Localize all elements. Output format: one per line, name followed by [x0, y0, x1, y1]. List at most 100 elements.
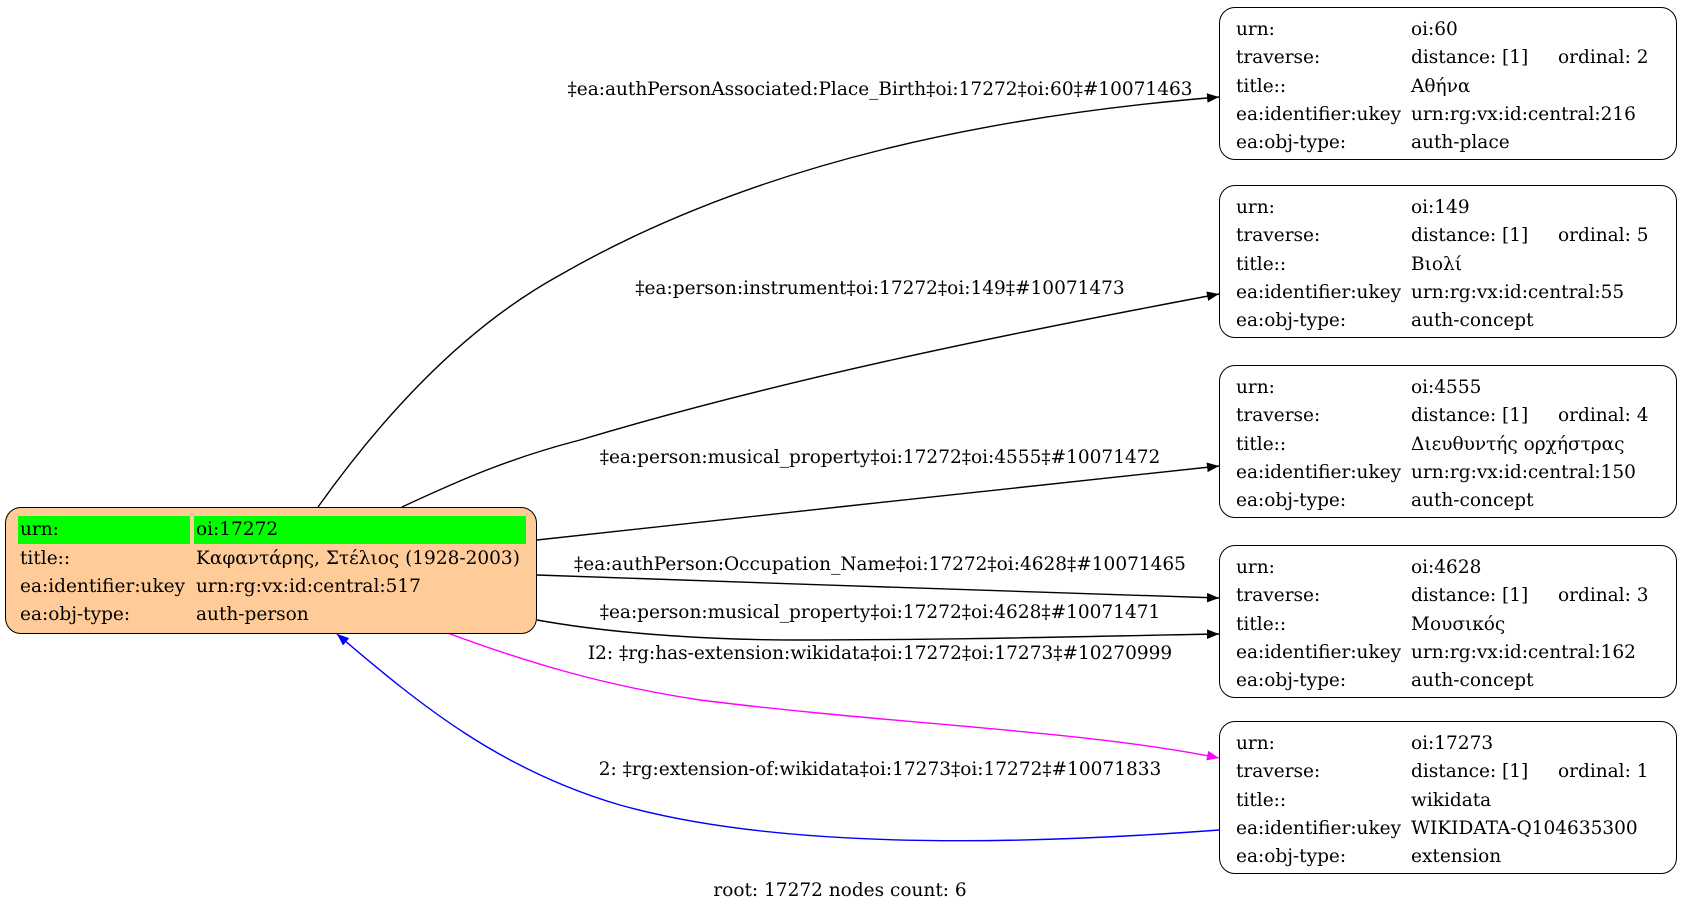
node-ordinal-value: ordinal: 1: [1558, 761, 1649, 783]
node-urn-key: urn:: [1236, 197, 1275, 218]
edge-has-extension: [444, 631, 1220, 761]
node-traverse-value: distance: [1]: [1411, 405, 1529, 427]
node-urn-value: oi:149: [1411, 197, 1470, 218]
edge-musical-property-4555: [536, 462, 1220, 541]
node-row-urn: urn:oi:17273: [1220, 730, 1676, 758]
node-row-title: title::Βιολί: [1220, 251, 1676, 279]
node-objtype-key: ea:obj-type:: [1236, 670, 1347, 692]
node-row-traverse: traverse:distance: [1]ordinal: 1: [1220, 758, 1676, 786]
node-row-objtype: ea:obj-type:auth-place: [1220, 129, 1676, 157]
node-urn-key: urn:: [1236, 377, 1275, 398]
root-urn-key: urn:: [18, 516, 190, 544]
node-title-value: wikidata: [1411, 789, 1492, 811]
node-row-ukey: ea:identifier:ukey urn:rg:vx:id:central:5…: [1220, 279, 1676, 307]
node-row-urn: urn: oi:4628: [1220, 554, 1676, 582]
node-row-objtype: ea:obj-type: auth-concept: [1220, 667, 1676, 695]
node-ukey-value: WIKIDATA-Q104635300: [1411, 817, 1638, 839]
node-ordinal-value: ordinal: 5: [1558, 225, 1649, 247]
root-row-ukey: ea:identifier:ukey urn:rg:vx:id:central:…: [6, 573, 536, 601]
edge-label-place-birth: ‡ea:authPersonAssociated:Place_Birth‡oi:…: [567, 79, 1193, 100]
target-node[interactable]: urn: oi:4555 traverse: distance: [1] ordinal…: [1219, 365, 1677, 518]
node-urn-value: oi:4628: [1411, 557, 1482, 578]
node-ukey-value: urn:rg:vx:id:central:162: [1411, 641, 1636, 663]
node-traverse-key: traverse:: [1236, 405, 1321, 427]
node-traverse-value: distance: [1]: [1411, 585, 1529, 607]
node-urn-value: oi:60: [1411, 19, 1458, 40]
target-node[interactable]: urn: oi:60 traverse: distance: [1] ordinal: …: [1219, 7, 1677, 160]
edge-label-extension-of: 2: ‡rg:extension-of:wikidata‡oi:17273‡oi…: [598, 759, 1162, 780]
node-traverse-key: traverse:: [1236, 47, 1321, 69]
root-row-objtype: ea:obj-type: auth-person: [6, 601, 536, 629]
root-ukey-value: urn:rg:vx:id:central:517: [196, 576, 421, 597]
node-objtype-value: auth-concept: [1411, 310, 1534, 332]
node-ukey-key: ea:identifier:ukey: [1236, 817, 1402, 839]
node-ordinal-value: ordinal: 4: [1558, 405, 1649, 427]
node-objtype-key: ea:obj-type:: [1236, 132, 1347, 154]
edge-label-musical-property-4628: ‡ea:person:musical_property‡oi:17272‡oi:…: [599, 602, 1161, 623]
node-row-title: title::wikidata: [1220, 787, 1676, 815]
target-node[interactable]: urn: oi:149 traverse: distance: [1] ordinal:…: [1219, 185, 1677, 338]
node-traverse-value: distance: [1]: [1411, 47, 1529, 69]
edge-occupation-name: [536, 574, 1220, 603]
node-title-key: title::: [1236, 253, 1287, 275]
node-urn-key: urn:: [1236, 19, 1275, 40]
node-row-objtype: ea:obj-type: auth-concept: [1220, 307, 1676, 335]
edge-musical-property-4628: [536, 619, 1220, 641]
root-objtype-value: auth-person: [196, 604, 309, 625]
edge-extension-of: [336, 633, 1220, 842]
node-ukey-key: ea:identifier:ukey: [1236, 103, 1402, 125]
node-row-traverse: traverse: distance: [1] ordinal: 2: [1220, 44, 1676, 72]
node-traverse-value: distance: [1]: [1411, 225, 1529, 247]
target-node[interactable]: urn: oi:4628 traverse: distance: [1] ordinal…: [1219, 545, 1677, 698]
node-traverse-key: traverse:: [1236, 585, 1321, 607]
edge-label-instrument: ‡ea:person:instrument‡oi:17272‡oi:149‡#1…: [635, 278, 1125, 299]
node-ukey-value: urn:rg:vx:id:central:55: [1411, 281, 1625, 303]
node-title-value: Βιολί: [1411, 253, 1462, 275]
node-objtype-key: ea:obj-type:: [1236, 310, 1347, 332]
edge-label-musical-property-4555: ‡ea:person:musical_property‡oi:17272‡oi:…: [599, 447, 1161, 468]
node-row-traverse: traverse: distance: [1] ordinal: 5: [1220, 222, 1676, 250]
node-objtype-key: ea:obj-type:: [1236, 846, 1347, 868]
node-title-value: Διευθυντής ορχήστρας: [1411, 433, 1625, 455]
node-urn-value: oi:17273: [1411, 733, 1494, 754]
edge-label-occupation-name: ‡ea:authPerson:Occupation_Name‡oi:17272‡…: [574, 554, 1186, 575]
node-objtype-value: auth-concept: [1411, 490, 1534, 512]
node-row-urn: urn: oi:149: [1220, 194, 1676, 222]
node-ordinal-value: ordinal: 3: [1558, 585, 1649, 607]
node-ukey-key: ea:identifier:ukey: [1236, 461, 1402, 483]
node-row-traverse: traverse: distance: [1] ordinal: 4: [1220, 402, 1676, 430]
root-objtype-key: ea:obj-type:: [20, 604, 131, 625]
node-row-ukey: ea:identifier:ukey urn:rg:vx:id:central:1…: [1220, 639, 1676, 667]
node-ukey-key: ea:identifier:ukey: [1236, 281, 1402, 303]
node-row-urn: urn: oi:4555: [1220, 374, 1676, 402]
node-title-key: title::: [1236, 433, 1287, 455]
edge-instrument: [401, 291, 1220, 508]
node-row-objtype: ea:obj-type:auth-concept: [1220, 487, 1676, 515]
root-urn-value: oi:17272: [194, 516, 526, 544]
node-row-urn: urn: oi:60: [1220, 16, 1676, 44]
root-row-title: title:: Καφαντάρης, Στέλιος (1928-2003): [6, 545, 536, 573]
root-node[interactable]: urn: oi:17272 title:: Καφαντάρης, Στέλιο…: [5, 507, 537, 634]
root-title-key: title::: [20, 548, 71, 569]
node-urn-key: urn:: [1236, 557, 1275, 578]
node-title-value: Αθήνα: [1411, 75, 1471, 97]
node-traverse-key: traverse:: [1236, 761, 1321, 783]
node-row-ukey: ea:identifier:ukey WIKIDATA-Q104635300: [1220, 815, 1676, 843]
graph-caption: root: 17272 nodes count: 6: [713, 880, 967, 901]
node-objtype-value: extension: [1411, 846, 1502, 868]
node-title-key: title::: [1236, 789, 1287, 811]
root-row-urn: urn: oi:17272: [6, 516, 536, 544]
node-ukey-value: urn:rg:vx:id:central:216: [1411, 103, 1636, 125]
root-ukey-key: ea:identifier:ukey: [20, 576, 186, 597]
node-row-title: title::Μουσικός: [1220, 611, 1676, 639]
node-urn-value: oi:4555: [1411, 377, 1482, 398]
node-title-key: title::: [1236, 75, 1287, 97]
node-row-objtype: ea:obj-type: extension: [1220, 843, 1676, 871]
node-objtype-value: auth-concept: [1411, 670, 1534, 692]
node-ordinal-value: ordinal: 2: [1558, 47, 1649, 69]
node-traverse-key: traverse:: [1236, 225, 1321, 247]
node-ukey-key: ea:identifier:ukey: [1236, 641, 1402, 663]
node-title-key: title::: [1236, 613, 1287, 635]
